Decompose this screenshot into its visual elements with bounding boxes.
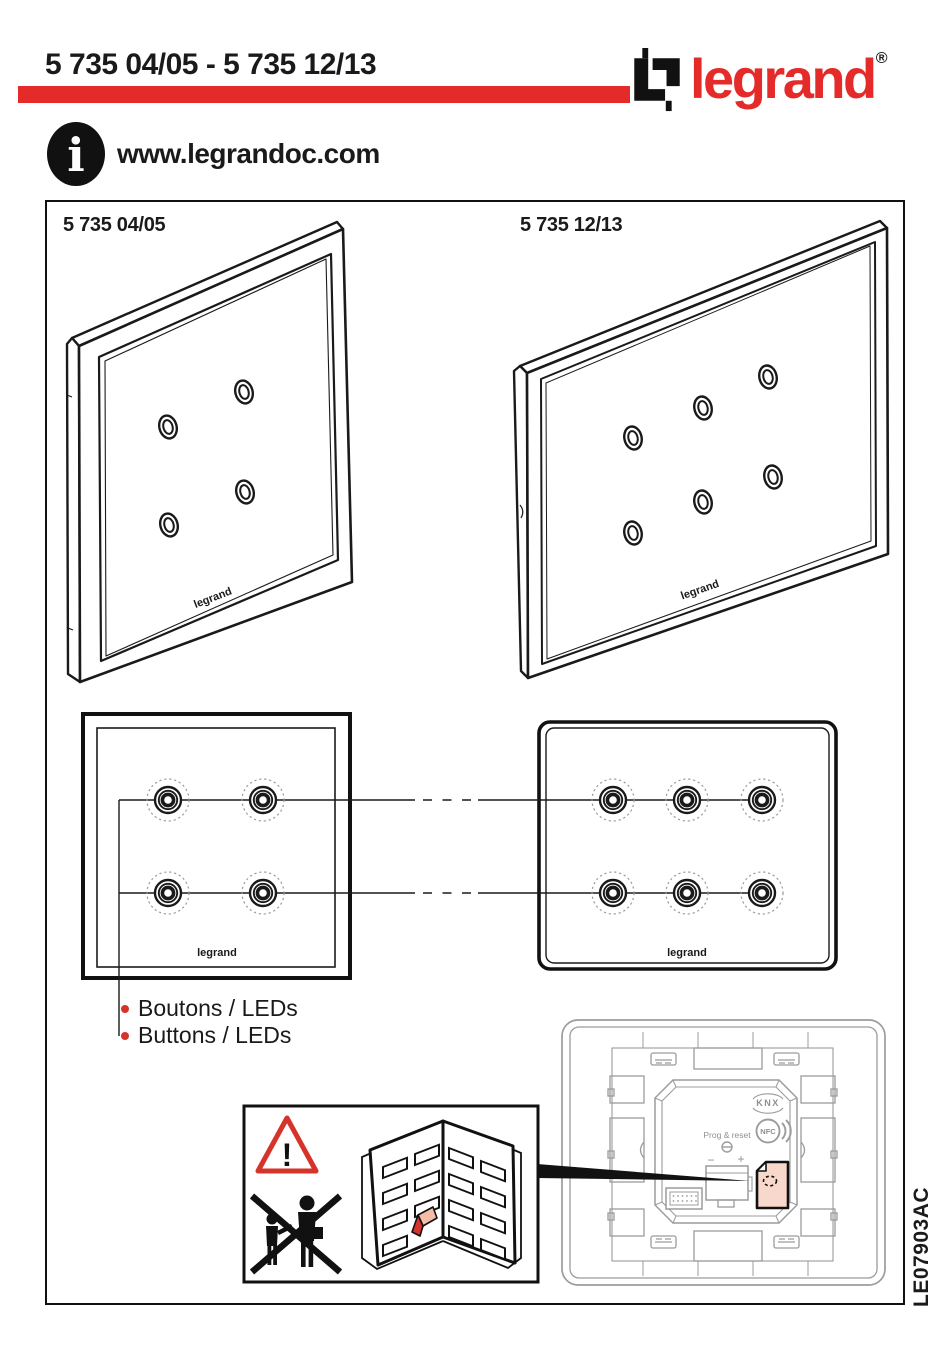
legend: Boutons / LEDs Buttons / LEDs	[121, 995, 298, 1049]
pointer-arrow-icon	[537, 1164, 750, 1181]
bullet-icon	[121, 1031, 129, 1040]
panel-3d-4way: legrand	[65, 220, 354, 684]
front-panel-4way: legrand	[81, 712, 352, 980]
header-red-rule	[18, 86, 630, 103]
brand-small: legrand	[667, 947, 707, 959]
red-bookmark-icon	[411, 1206, 438, 1237]
ref-4way: 5 735 04/05	[63, 214, 166, 236]
brand-wordmark: legrand	[690, 47, 877, 110]
brand-small: legrand	[197, 947, 237, 959]
registered-mark: ®	[875, 50, 888, 67]
bus-terminal	[705, 1165, 753, 1208]
booklet-text-blocks	[382, 1143, 506, 1261]
front-view-diagrams: legrand legrand	[81, 712, 838, 1036]
warning-triangle-icon: !	[255, 1115, 319, 1174]
nfc-tag-highlight	[755, 1160, 790, 1210]
warning-box: !	[242, 1104, 540, 1284]
knx-label: KNX	[756, 1098, 780, 1108]
product-3d-drawings: legrand legrand	[65, 219, 890, 684]
side-cutouts	[607, 1075, 838, 1237]
legend-label: Boutons / LEDs	[138, 995, 298, 1021]
nfc-label: NFC	[760, 1127, 776, 1136]
bullet-icon	[121, 1004, 129, 1013]
info-icon: i	[47, 122, 105, 186]
page-title: 5 735 04/05 - 5 735 12/13	[45, 48, 377, 81]
legend-item: Boutons / LEDs	[121, 995, 298, 1022]
manual-booklet-icon	[361, 1119, 522, 1271]
info-row: i www.legrandoc.com	[47, 122, 380, 186]
front-panel-6way: legrand	[537, 720, 838, 971]
legrand-logo-icon	[634, 48, 680, 112]
doc-ref: LE07903AC	[910, 1186, 933, 1307]
nfc-icon	[755, 1118, 792, 1144]
back-view-drawing: KNX NFC Prog & reset − +	[537, 1019, 886, 1286]
legend-item: Buttons / LEDs	[121, 1022, 298, 1049]
plus-label: +	[737, 1152, 744, 1166]
svg-text:!: !	[282, 1137, 293, 1173]
brand-logo: legrand ®	[630, 48, 888, 114]
knx-logo	[752, 1093, 784, 1114]
ref-6way: 5 735 12/13	[520, 214, 623, 236]
website-text: www.legrandoc.com	[117, 138, 380, 169]
mounting-clips	[650, 1052, 800, 1249]
keep-away-children-icon	[249, 1193, 343, 1275]
legend-label: Buttons / LEDs	[138, 1022, 292, 1048]
prog-reset-screw	[721, 1141, 733, 1153]
back-housing	[561, 1019, 886, 1286]
pin-header	[665, 1187, 703, 1210]
central-plate	[654, 1079, 798, 1224]
panel-3d-6way: legrand	[512, 219, 890, 680]
back-labels: KNX NFC Prog & reset − +	[703, 1098, 780, 1167]
prog-reset-label: Prog & reset	[703, 1130, 751, 1140]
minus-label: −	[707, 1153, 714, 1167]
content-frame	[45, 200, 905, 1305]
